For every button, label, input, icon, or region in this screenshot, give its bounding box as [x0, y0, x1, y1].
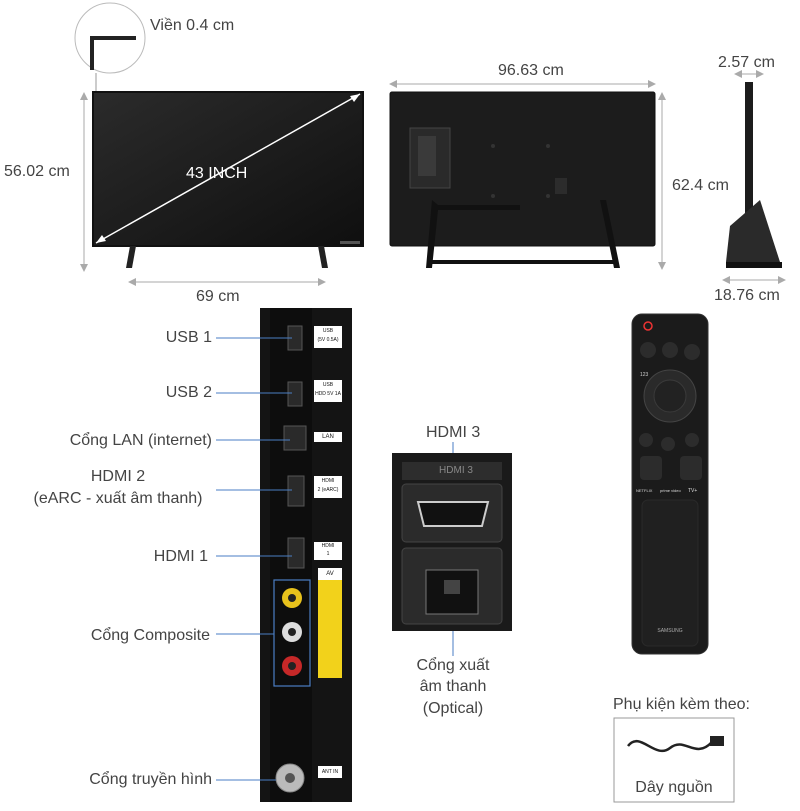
ant-tag: ANT IN	[321, 769, 339, 775]
usb2-label: USB 2	[165, 384, 212, 401]
hdmi2-tag-2: 2 (eARC)	[317, 487, 339, 493]
accessory-box	[613, 717, 735, 803]
hdmi2-tag-1: HDMI	[321, 478, 335, 484]
width-label: 96.63 cm	[498, 62, 564, 79]
stand-width-label: 69 cm	[196, 288, 240, 305]
side-port-panel	[260, 308, 352, 802]
hdmi3-label: HDMI 3	[426, 424, 481, 441]
hdmi2-label: HDMI 2	[90, 468, 146, 485]
netflix-key: NETFLIX	[636, 488, 653, 493]
bezel-zoom	[74, 2, 146, 92]
hdmi3-tag: HDMI 3	[439, 465, 473, 476]
height-with-stand-label: 56.02 cm	[4, 163, 70, 180]
depth-label: 2.57 cm	[718, 54, 775, 71]
av-tag: AV	[326, 571, 334, 577]
tv-back	[389, 91, 656, 268]
lan-label: Cổng LAN (internet)	[69, 432, 212, 449]
optical-label-2: âm thanh	[419, 678, 487, 695]
remote-control	[631, 313, 709, 655]
usb2-tag-1: USB	[322, 382, 334, 388]
prime-key: prime video	[660, 488, 681, 493]
power-cord-label: Dây nguồn	[635, 779, 713, 796]
stand-depth-label: 18.76 cm	[714, 287, 780, 304]
remote-brand: SAMSUNG	[657, 628, 683, 634]
hdmi1-tag-1: HDMI	[321, 543, 335, 549]
composite-label: Cổng Composite	[90, 627, 210, 644]
usb1-tag-1: USB	[322, 328, 334, 334]
usb2-tag-2: HDD 5V 1A	[315, 391, 341, 397]
height-label: 62.4 cm	[672, 177, 729, 194]
optical-label-3: (Optical)	[422, 700, 484, 717]
tv-side	[726, 82, 782, 268]
optical-label-1: Cổng xuất	[416, 657, 490, 674]
tv-plus-key: TV+	[688, 488, 698, 494]
tv-front	[92, 91, 364, 268]
num-key-label: 123	[640, 372, 649, 378]
lan-tag: LAN	[322, 434, 334, 440]
accessories-title: Phụ kiện kèm theo:	[613, 696, 750, 713]
hdmi1-label: HDMI 1	[153, 548, 208, 565]
usb1-label: USB 1	[165, 329, 212, 346]
antenna-label: Cổng truyền hình	[89, 771, 212, 788]
screen-size-label: 43 INCH	[186, 165, 248, 182]
usb1-tag-2: (5V 0.5A)	[317, 337, 339, 343]
hdmi2-sub-label: (eARC - xuất âm thanh)	[33, 490, 203, 507]
hdmi1-tag-2: 1	[326, 551, 330, 557]
hdmi3-optical-panel	[392, 453, 512, 631]
bezel-label: Viền 0.4 cm	[150, 17, 235, 34]
